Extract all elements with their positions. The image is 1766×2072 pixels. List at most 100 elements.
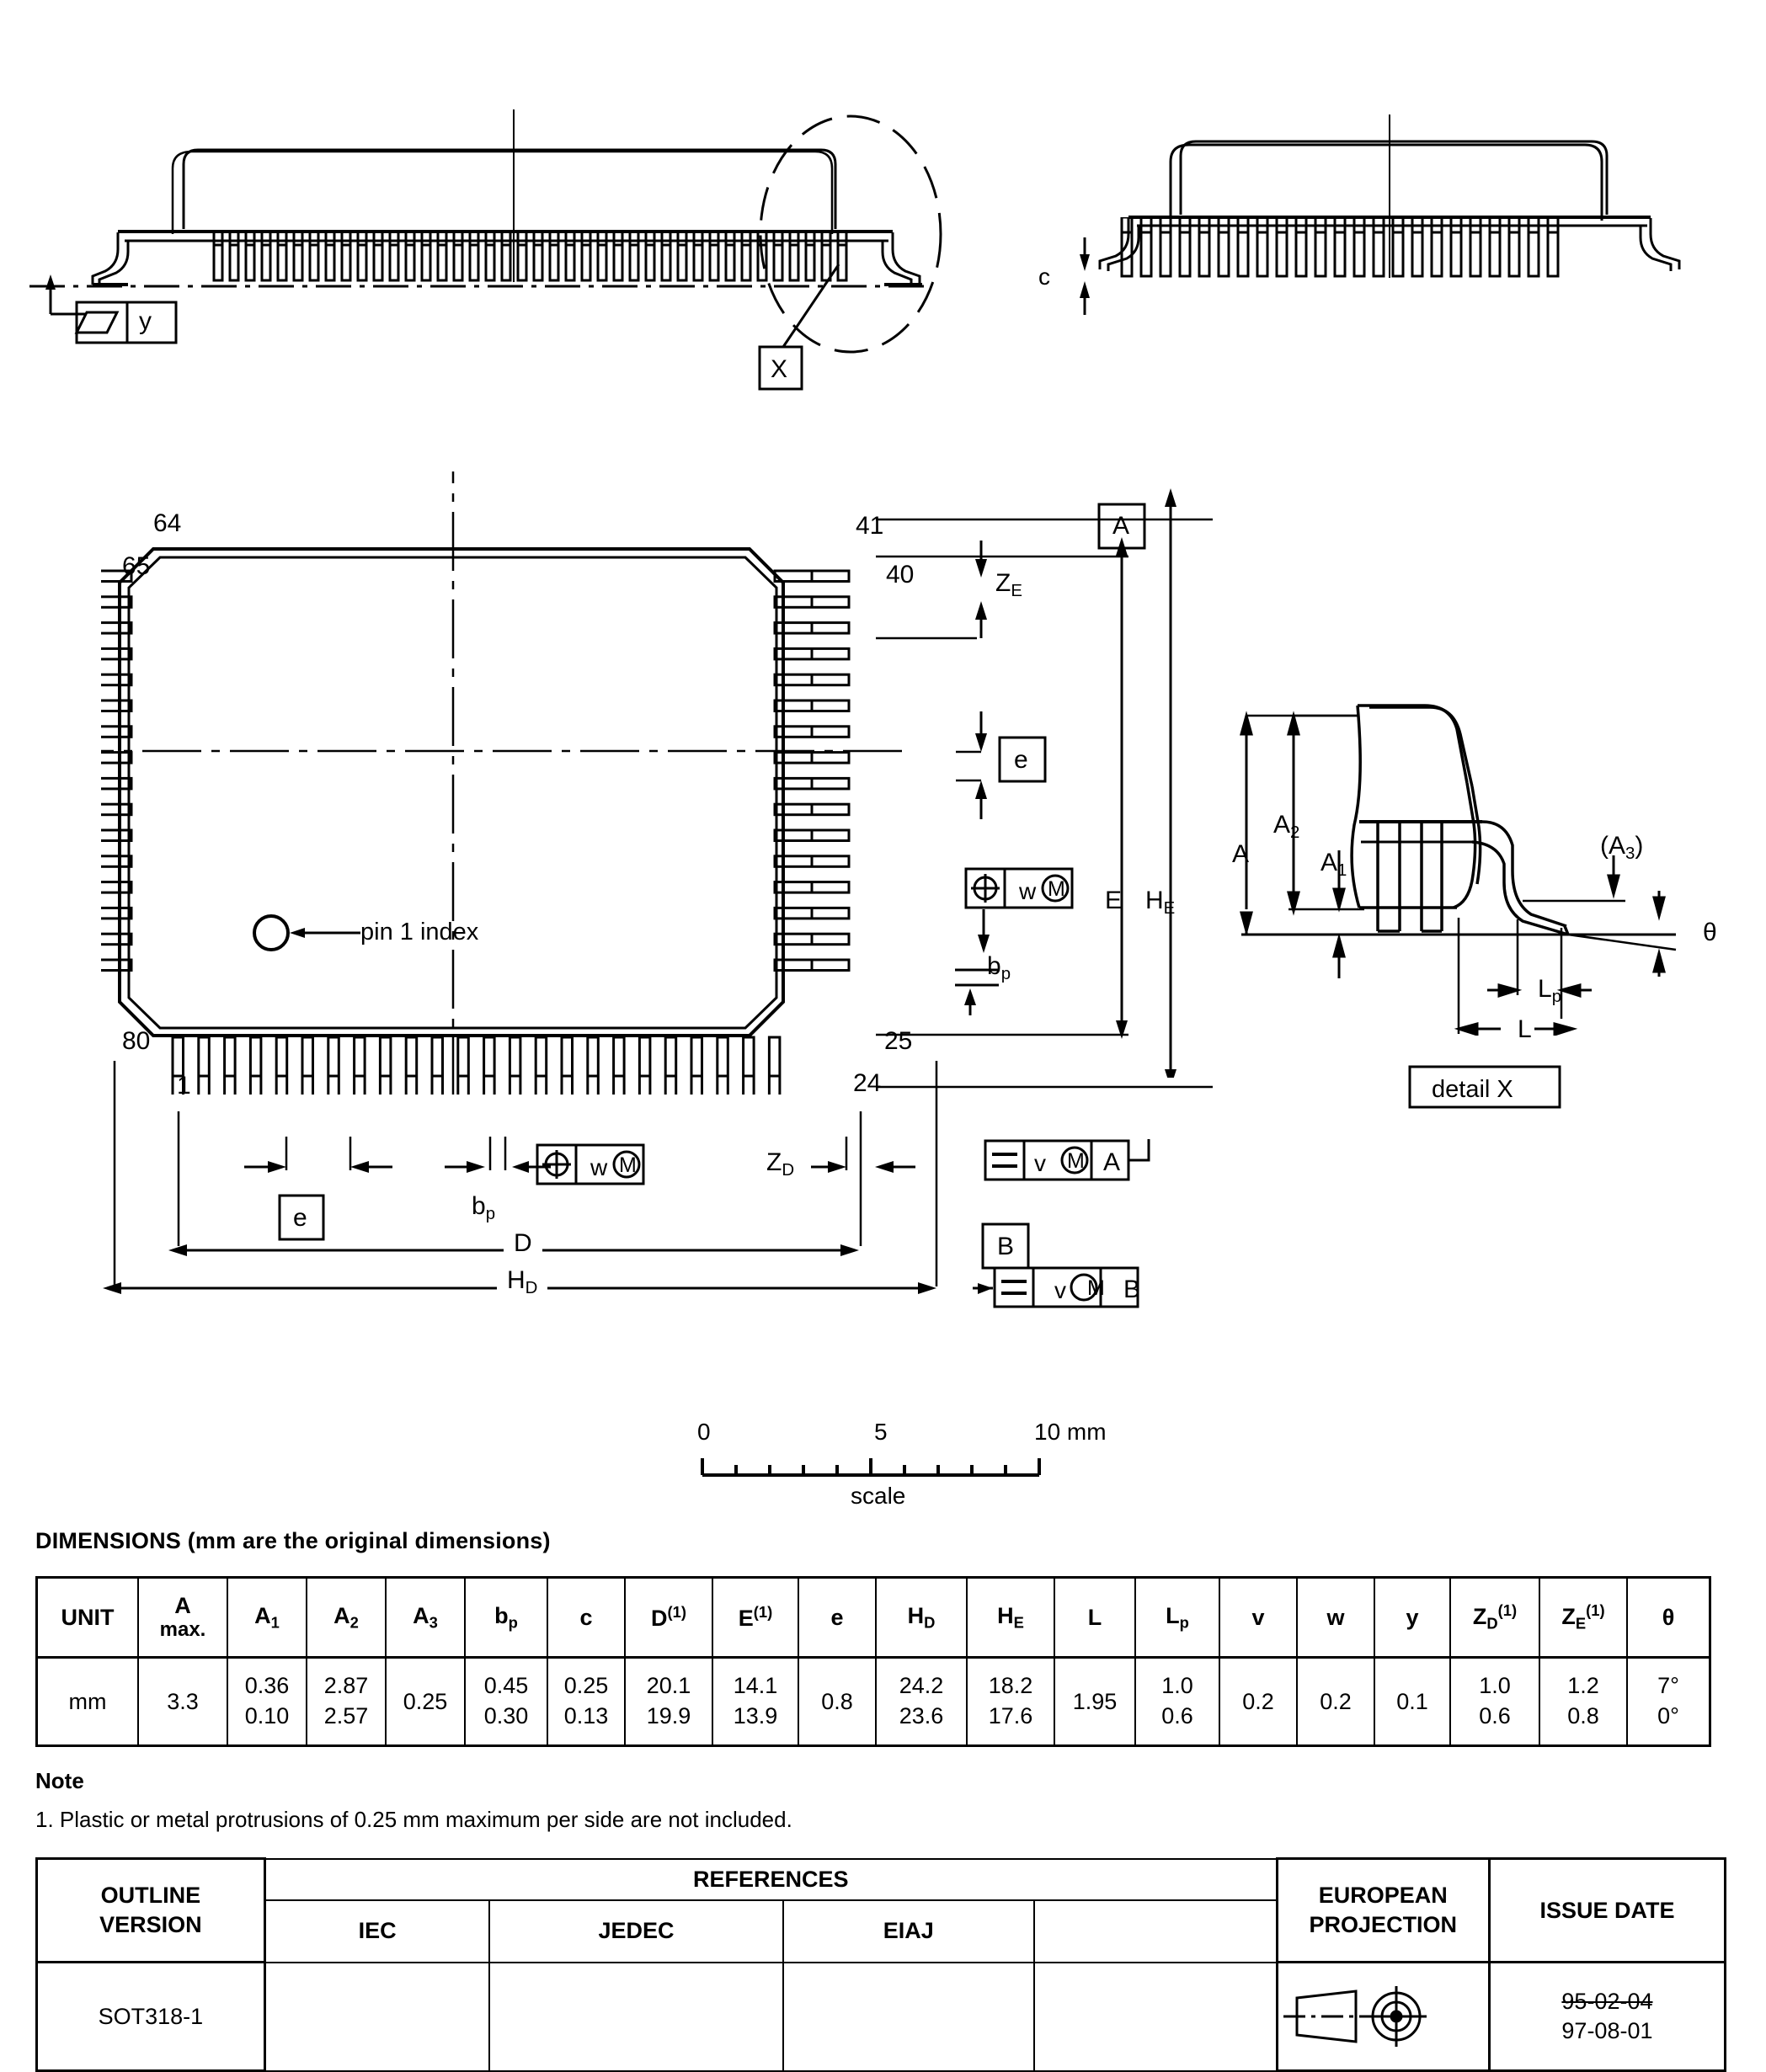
dim-value-cell: 0.2 bbox=[1296, 1657, 1375, 1747]
footer-table: OUTLINE VERSION REFERENCES EUROPEAN PROJ… bbox=[35, 1857, 1727, 2072]
detail-theta-label: θ bbox=[1703, 919, 1717, 946]
outline-version-line2: VERSION bbox=[99, 1912, 202, 1937]
ze-label: ZE bbox=[995, 571, 1022, 600]
dim-value-cell: mm bbox=[35, 1657, 139, 1747]
datum-b-label: B bbox=[997, 1233, 1015, 1260]
top-right-view-leads bbox=[1120, 217, 1566, 283]
dim-header-unit: UNIT bbox=[35, 1576, 139, 1659]
outline-version-line1: OUTLINE bbox=[100, 1882, 201, 1908]
parallelism-v-a-frame bbox=[984, 1139, 1160, 1183]
dim-header-d: D(1) bbox=[624, 1576, 713, 1659]
v-symbol-a: v bbox=[1034, 1150, 1046, 1176]
zd-main: Z bbox=[766, 1148, 782, 1176]
dim-value-cell: 1.95 bbox=[1054, 1657, 1136, 1747]
ze-sub: E bbox=[1011, 582, 1022, 601]
detail-a3-label: (A3) bbox=[1600, 834, 1643, 863]
dim-header-e: E(1) bbox=[712, 1576, 799, 1659]
pin-label-41: 41 bbox=[856, 512, 884, 540]
datum-ref-a: A bbox=[1103, 1148, 1121, 1176]
dim-header-: θ bbox=[1626, 1576, 1711, 1659]
flatness-y-label: y bbox=[139, 307, 152, 335]
e-pitch-dimension-bottom bbox=[244, 1137, 396, 1196]
e-pitch-label-bottom: e bbox=[293, 1204, 307, 1232]
w-symbol-right: w bbox=[1019, 878, 1037, 904]
m-modifier-b: M bbox=[1087, 1276, 1105, 1300]
hd-main: H bbox=[507, 1266, 526, 1294]
european-projection-symbol-cell bbox=[1275, 1961, 1491, 2072]
bp-label-right: bp bbox=[987, 954, 1011, 983]
ref-value-blank bbox=[1032, 1961, 1278, 2072]
detail-x-title-box bbox=[1408, 1065, 1568, 1111]
e-pitch-box-bottom bbox=[278, 1194, 332, 1244]
top-left-view-leads bbox=[212, 232, 852, 286]
detail-lp-label: Lp bbox=[1538, 977, 1561, 1006]
pin-1-index-label: pin 1 index bbox=[360, 919, 479, 945]
flatness-leader bbox=[42, 268, 93, 318]
pin-label-24: 24 bbox=[853, 1069, 882, 1097]
pin-label-1: 1 bbox=[177, 1072, 191, 1100]
position-tolerance-w-bottom bbox=[536, 1143, 662, 1187]
pin-1-index-marker bbox=[251, 908, 537, 958]
c-thickness-dimension bbox=[1059, 234, 1110, 318]
dim-header-l: L bbox=[1054, 1576, 1136, 1659]
bp-main-right: b bbox=[987, 952, 1001, 980]
bp-dimension-right bbox=[952, 951, 1002, 1017]
dim-value-cell: 0.8 bbox=[798, 1657, 877, 1747]
dim-value-cell: 7°0° bbox=[1626, 1657, 1711, 1747]
detail-a1-label: A1 bbox=[1320, 850, 1347, 880]
position-tolerance-w-right bbox=[964, 867, 1091, 911]
european-projection-line1: EUROPEAN bbox=[1318, 1882, 1448, 1908]
scale-tick-0: 0 bbox=[697, 1419, 711, 1445]
footer-header-row-1: OUTLINE VERSION REFERENCES EUROPEAN PROJ… bbox=[35, 1857, 1727, 1963]
issue-date-value-cell: 95-02-04 97-08-01 bbox=[1487, 1961, 1727, 2072]
lp-sub: p bbox=[1551, 988, 1562, 1007]
ref-col-eiaj: EIAJ bbox=[782, 1899, 1036, 1963]
v-symbol-b: v bbox=[1054, 1277, 1066, 1303]
bp-main-bottom: b bbox=[472, 1192, 486, 1220]
e-pitch-label-right: e bbox=[1014, 746, 1028, 774]
pin-label-64: 64 bbox=[153, 509, 182, 537]
hd-label: HD bbox=[497, 1266, 548, 1298]
dim-header-lp: Lp bbox=[1134, 1576, 1220, 1659]
datum-ref-b: B bbox=[1123, 1276, 1141, 1303]
dim-header-bp: bp bbox=[464, 1576, 548, 1659]
dim-value-cell: 3.3 bbox=[137, 1657, 228, 1747]
w-symbol-bottom: w bbox=[590, 1154, 608, 1180]
outline-version-header: OUTLINE VERSION bbox=[35, 1857, 266, 1963]
note-heading: Note bbox=[35, 1768, 84, 1793]
issue-date-superseded: 95-02-04 bbox=[1561, 1988, 1653, 2014]
a3-open: (A bbox=[1600, 832, 1625, 860]
note-item-1: 1. Plastic or metal protrusions of 0.25 … bbox=[35, 1807, 792, 1832]
ref-value-eiaj bbox=[782, 1961, 1036, 2072]
pin-label-80: 80 bbox=[122, 1027, 151, 1055]
main-view-lead-arrays bbox=[101, 471, 994, 1095]
flatness-y-control-frame bbox=[46, 299, 198, 349]
zd-dimension bbox=[811, 1137, 920, 1196]
hd-d-extension-lines bbox=[103, 1061, 995, 1305]
dim-header-a1: A1 bbox=[227, 1576, 307, 1659]
bp-sub-bottom: p bbox=[485, 1205, 496, 1224]
w-leader-right bbox=[968, 909, 1002, 960]
d-label: D bbox=[504, 1231, 542, 1256]
ref-col-blank bbox=[1032, 1899, 1278, 1963]
european-projection-line2: PROJECTION bbox=[1309, 1912, 1458, 1937]
dim-header-y: y bbox=[1374, 1576, 1451, 1659]
dim-header-c: c bbox=[547, 1576, 626, 1659]
dim-header-hd: HD bbox=[875, 1576, 968, 1659]
references-header: REFERENCES bbox=[264, 1857, 1278, 1901]
hd-sub: D bbox=[525, 1279, 538, 1298]
first-angle-projection-icon bbox=[1283, 1986, 1427, 2047]
bp-label-bottom: bp bbox=[472, 1194, 495, 1223]
he-sub: E bbox=[1163, 899, 1176, 919]
a3-sub: 3 bbox=[1625, 844, 1635, 864]
ref-value-iec bbox=[264, 1961, 491, 2072]
detail-x-title-label: detail X bbox=[1432, 1076, 1513, 1103]
dim-header-he: HE bbox=[966, 1576, 1055, 1659]
